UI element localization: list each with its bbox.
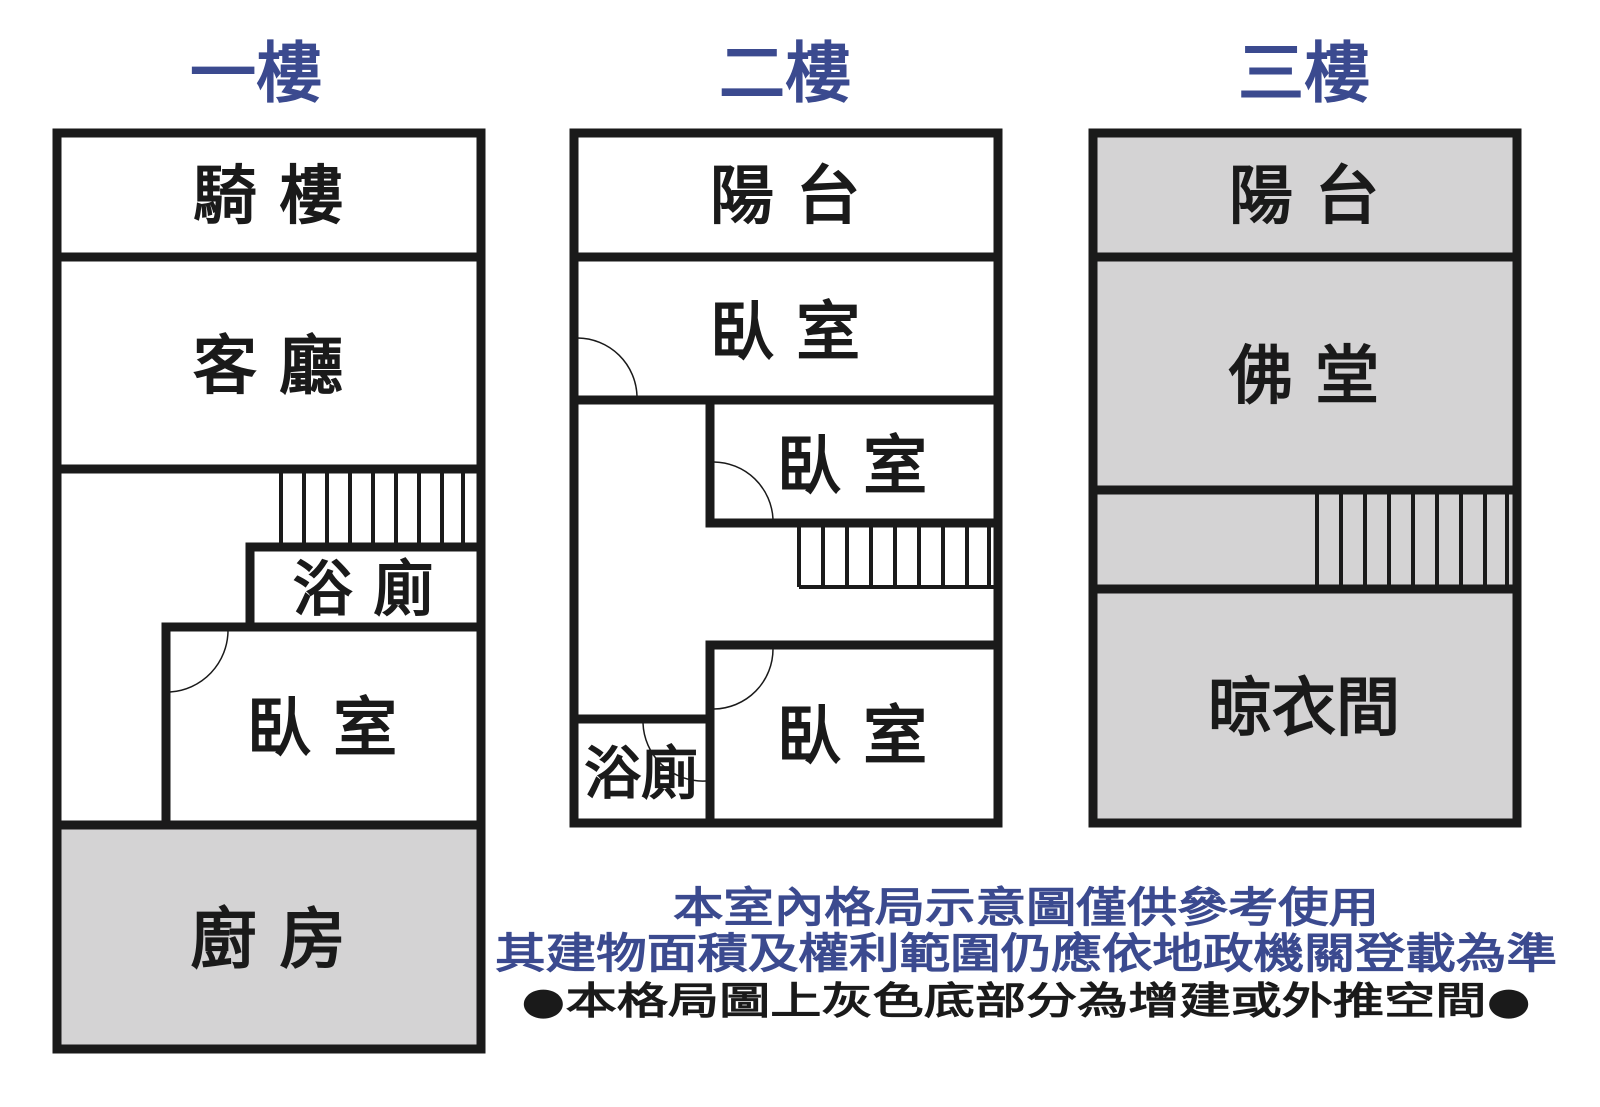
floor-2-bedroom3-wall xyxy=(705,640,998,823)
floor-2-bedroom2-door xyxy=(713,461,774,520)
floor-1-stairs xyxy=(279,473,465,543)
floor-1-kitchen-fill xyxy=(57,825,481,1049)
floor-3-balcony-label: 陽 台 xyxy=(1229,160,1379,234)
floor-1-living-label: 客 廳 xyxy=(193,330,343,404)
disclaimer-line-3: ●本格局圖上灰色底部分為增建或外推空間● xyxy=(521,979,1531,1023)
floor-2-bedroom1-door xyxy=(577,337,638,397)
floor-1-bedroom-wall xyxy=(161,622,250,825)
floor-1-bedroom-door xyxy=(169,630,229,693)
floor-3-laundry-label: 晾衣間 xyxy=(1208,672,1400,746)
floor-1-bath-label: 浴 廁 xyxy=(293,555,434,625)
floor-1-bedroom-label: 臥 室 xyxy=(247,692,397,766)
floor-2-bedroom1-label: 臥 室 xyxy=(710,296,860,370)
floor-1-title: 一樓 xyxy=(190,35,322,112)
floor-2: 二樓 陽 台 臥 室 臥 室 xyxy=(569,35,1003,828)
floor-1-kitchen-label: 廚 房 xyxy=(191,901,346,978)
floor-1: 一樓 騎 樓 客 廳 浴 廁 臥 室 廚 房 xyxy=(52,35,486,1054)
floor-1-bath-wall xyxy=(245,542,481,632)
floor-2-stairs xyxy=(797,527,994,589)
floor-2-bath-label: 浴廁 xyxy=(584,741,698,807)
floor-2-balcony-label: 陽 台 xyxy=(710,160,860,234)
floor-1-arcade-label: 騎 樓 xyxy=(193,160,343,234)
floor-2-bedroom2-label: 臥 室 xyxy=(777,430,927,504)
floor-2-bedroom3-door xyxy=(713,648,774,710)
floor-2-bath-door xyxy=(642,722,707,782)
disclaimer-line-2: 其建物面積及權利範圍仍應依地政機關登載為準 xyxy=(495,929,1557,978)
floor-3-shrine-label: 佛 堂 xyxy=(1228,340,1379,414)
floor-2-bedroom3-label: 臥 室 xyxy=(777,700,927,774)
floor-2-bedroom2-wall xyxy=(705,400,998,528)
disclaimer-line-1: 本室內格局示意圖僅供參考使用 xyxy=(673,883,1379,932)
floor-3-title: 三樓 xyxy=(1238,35,1370,112)
floor-3-outer-wall xyxy=(1088,128,1522,828)
floor-3-fill xyxy=(1093,133,1517,823)
floor-2-outer-wall xyxy=(569,128,1003,828)
floor-3-stairs xyxy=(1315,494,1509,585)
floor-2-title: 二樓 xyxy=(719,35,851,112)
floor-3: 三樓 陽 台 佛 堂 晾衣間 xyxy=(1088,35,1522,828)
floor-1-outer-wall xyxy=(52,128,486,1054)
disclaimer-notes: 本室內格局示意圖僅供參考使用 其建物面積及權利範圍仍應依地政機關登載為準 ●本格… xyxy=(495,883,1557,1023)
